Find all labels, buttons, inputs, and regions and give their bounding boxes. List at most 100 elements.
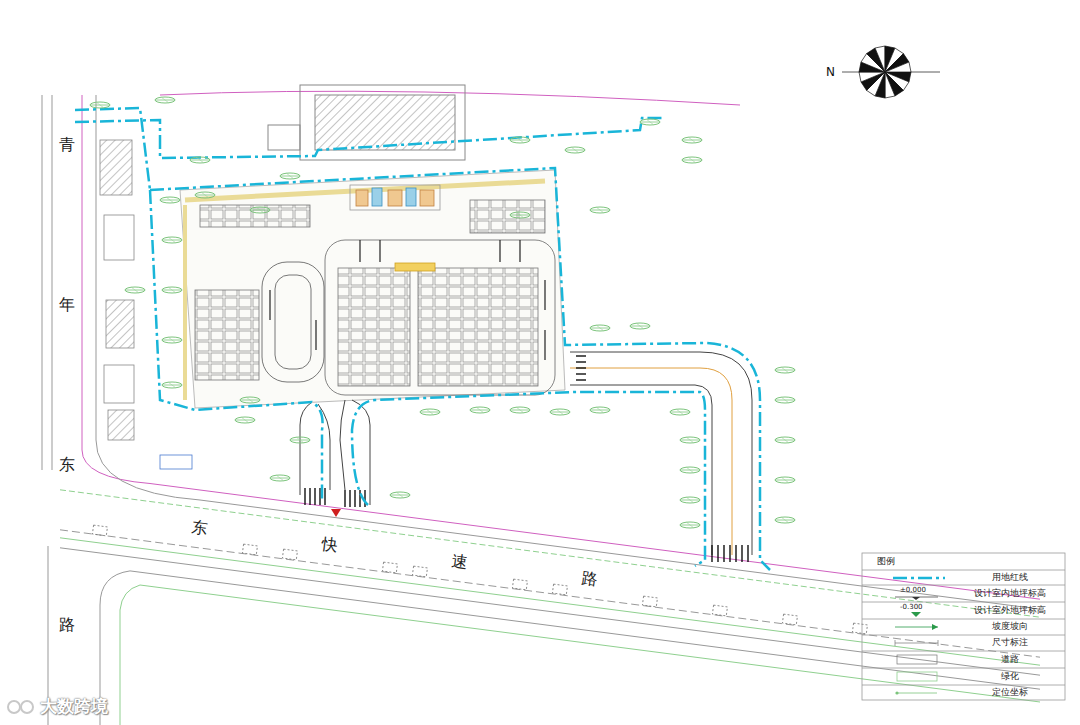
road-lines bbox=[120, 585, 1040, 725]
traffic-arrows bbox=[269, 290, 270, 320]
tree-symbol bbox=[420, 409, 440, 415]
legend-title: 图例 bbox=[877, 556, 895, 567]
traffic-arrows bbox=[519, 240, 520, 262]
legend-frame bbox=[862, 585, 1065, 586]
elevation-mark: -0.300 bbox=[900, 603, 923, 612]
zebra-crossing bbox=[723, 545, 724, 562]
tree-symbol bbox=[162, 382, 182, 388]
legend-sample bbox=[893, 578, 945, 695]
legend-sample bbox=[895, 643, 938, 644]
zebra-crossing bbox=[735, 545, 736, 562]
main-building bbox=[300, 85, 465, 160]
tree-symbol bbox=[680, 467, 700, 473]
legend-text: 设计室外地坪标高 bbox=[958, 605, 1062, 616]
legend-sample bbox=[895, 640, 896, 646]
main-building bbox=[268, 85, 465, 160]
tree-symbol bbox=[565, 147, 585, 153]
traffic-arrows bbox=[270, 240, 545, 360]
access-road bbox=[318, 404, 330, 490]
north-letter: N bbox=[826, 65, 835, 79]
north-arrow bbox=[842, 46, 940, 98]
median-island bbox=[512, 579, 527, 590]
parking-area bbox=[325, 240, 555, 395]
road-lines bbox=[100, 571, 1040, 725]
access-road bbox=[300, 352, 752, 555]
access-road bbox=[340, 400, 345, 490]
zebra-crossing bbox=[344, 490, 345, 507]
tree-symbol bbox=[235, 417, 255, 423]
tree-symbol bbox=[590, 407, 610, 413]
central-block bbox=[420, 190, 434, 206]
site-ground bbox=[180, 170, 565, 408]
main-building bbox=[268, 125, 300, 150]
legend-text: 设计室内地坪标高 bbox=[958, 588, 1062, 599]
legend-sample bbox=[895, 627, 938, 628]
traffic-arrows bbox=[544, 280, 545, 310]
legend-sample bbox=[897, 693, 937, 694]
zebra-crossing bbox=[717, 545, 718, 562]
access-road bbox=[300, 402, 312, 495]
tree-symbol bbox=[155, 97, 175, 103]
watermark: 大数跨境 bbox=[40, 696, 108, 716]
zebra-crossing bbox=[354, 490, 355, 507]
road-lines bbox=[60, 538, 1040, 665]
legend-frame bbox=[862, 553, 1065, 700]
tree-symbol bbox=[280, 173, 300, 179]
median-island bbox=[552, 584, 567, 595]
zebra-crossing bbox=[576, 373, 586, 374]
traffic-arrows bbox=[379, 240, 380, 262]
zebra-crossing bbox=[304, 488, 305, 505]
tree-symbol bbox=[162, 237, 182, 243]
tree-symbol bbox=[680, 522, 700, 528]
zebra-crossing bbox=[319, 488, 320, 505]
tree-symbol bbox=[640, 119, 660, 125]
traffic-arrows bbox=[544, 330, 545, 360]
neighbour-building bbox=[160, 455, 192, 469]
tree-symbol bbox=[682, 137, 702, 143]
median-island bbox=[382, 562, 397, 573]
median-island bbox=[92, 525, 107, 536]
red-line-boundary bbox=[75, 108, 150, 190]
median-island bbox=[642, 596, 657, 607]
access-road bbox=[570, 368, 732, 555]
north-arrow bbox=[875, 46, 885, 72]
tree-symbol bbox=[470, 407, 490, 413]
legend-frame bbox=[862, 553, 1065, 700]
zebra-crossing bbox=[729, 545, 730, 562]
tree-symbol bbox=[190, 157, 210, 163]
access-road bbox=[570, 385, 712, 555]
legend-sample bbox=[912, 597, 920, 600]
legend-text: 定位坐标 bbox=[958, 687, 1062, 698]
neighbour-building bbox=[108, 410, 134, 440]
red-line-boundary bbox=[352, 392, 705, 566]
tree-symbol bbox=[680, 497, 700, 503]
tree-symbol bbox=[775, 367, 795, 373]
zebra-crossing bbox=[364, 490, 365, 507]
watermark-logo bbox=[21, 701, 33, 713]
tree-symbol bbox=[510, 137, 530, 143]
tree-symbol bbox=[195, 192, 215, 198]
zebra-crossing bbox=[576, 361, 586, 362]
parking-area bbox=[262, 262, 324, 382]
parking-area bbox=[195, 200, 555, 395]
zebra-crossing bbox=[711, 545, 712, 562]
red-line-boundary bbox=[75, 108, 770, 570]
legend-sample bbox=[932, 624, 938, 630]
legend-sample bbox=[938, 640, 939, 646]
legend-frame bbox=[862, 570, 1065, 571]
zebra-crossing bbox=[576, 367, 586, 368]
access-road bbox=[352, 400, 370, 505]
legend-sample bbox=[895, 691, 898, 694]
elevation-mark: ±0.000 bbox=[900, 586, 926, 595]
north-arrow bbox=[885, 72, 895, 98]
tree-symbol bbox=[390, 492, 410, 498]
zebra-crossing bbox=[324, 488, 325, 505]
tree-symbol bbox=[590, 325, 610, 331]
median-island bbox=[712, 605, 727, 616]
legend-frame bbox=[862, 668, 1065, 669]
road-name: 青年东路 bbox=[59, 65, 75, 705]
parking-area bbox=[470, 200, 545, 233]
red-line-boundary bbox=[150, 168, 770, 570]
parking-area bbox=[195, 290, 259, 380]
